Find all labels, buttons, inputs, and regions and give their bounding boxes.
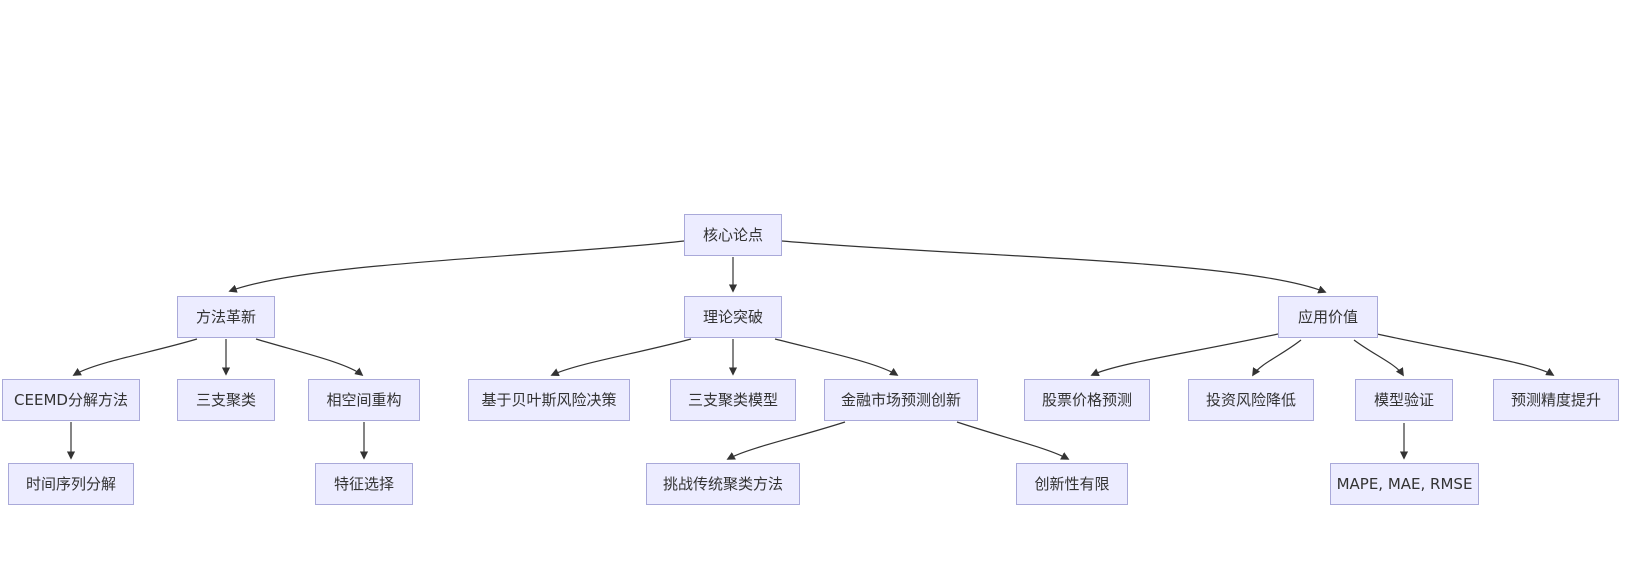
- node-ceemd-decomposition: CEEMD分解方法: [2, 379, 140, 421]
- node-theory-breakthrough: 理论突破: [684, 296, 782, 338]
- edge-theory-bayesian: [550, 338, 692, 377]
- node-core-thesis: 核心论点: [684, 214, 782, 256]
- node-label: 股票价格预测: [1041, 390, 1132, 409]
- node-label: 特征选择: [333, 474, 394, 493]
- node-label: CEEMD分解方法: [14, 390, 128, 409]
- node-three-way-clustering-model: 三支聚类模型: [670, 379, 796, 421]
- node-model-validation: 模型验证: [1355, 379, 1453, 421]
- node-label: 预测精度提升: [1510, 390, 1601, 409]
- node-label: 三支聚类: [195, 390, 256, 409]
- edge-core-application: [781, 240, 1327, 294]
- node-label: 金融市场预测创新: [840, 390, 961, 409]
- node-label: 投资风险降低: [1205, 390, 1296, 409]
- node-phase-space-reconstruction: 相空间重构: [308, 379, 420, 421]
- node-limited-novelty: 创新性有限: [1016, 463, 1128, 505]
- edge-application-stock: [1090, 333, 1279, 377]
- node-label: 三支聚类模型: [687, 390, 778, 409]
- node-feature-selection: 特征选择: [315, 463, 413, 505]
- node-label: 基于贝叶斯风险决策: [481, 390, 617, 409]
- node-label: MAPE, MAE, RMSE: [1336, 474, 1473, 493]
- node-label: 应用价值: [1297, 307, 1358, 326]
- node-time-series-decomposition: 时间序列分解: [8, 463, 134, 505]
- node-label: 方法革新: [195, 307, 256, 326]
- node-three-way-clustering: 三支聚类: [177, 379, 275, 421]
- edge-application-accuracy: [1376, 333, 1555, 376]
- edge-financial-limited: [956, 421, 1070, 460]
- node-label: 理论突破: [702, 307, 763, 326]
- node-forecast-accuracy-improvement: 预测精度提升: [1493, 379, 1619, 421]
- edge-theory-financial: [774, 338, 899, 376]
- node-financial-market-forecast-innovation: 金融市场预测创新: [824, 379, 978, 421]
- node-application-value: 应用价值: [1278, 296, 1378, 338]
- edge-core-method: [228, 240, 685, 293]
- edge-application-validation: [1353, 339, 1404, 377]
- edge-method-ceemd: [72, 338, 198, 376]
- node-label: 核心论点: [702, 225, 763, 244]
- edge-method-phase-space: [255, 338, 364, 377]
- node-label: 模型验证: [1373, 390, 1434, 409]
- edge-application-risk: [1252, 339, 1302, 377]
- node-label: 挑战传统聚类方法: [662, 474, 783, 493]
- node-challenge-traditional-clustering: 挑战传统聚类方法: [646, 463, 800, 505]
- node-investment-risk-reduction: 投资风险降低: [1188, 379, 1314, 421]
- node-label: 创新性有限: [1034, 474, 1110, 493]
- node-evaluation-metrics: MAPE, MAE, RMSE: [1330, 463, 1479, 505]
- node-bayesian-risk-decision: 基于贝叶斯风险决策: [468, 379, 630, 421]
- node-stock-price-prediction: 股票价格预测: [1024, 379, 1150, 421]
- node-method-innovation: 方法革新: [177, 296, 275, 338]
- node-label: 相空间重构: [326, 390, 402, 409]
- node-label: 时间序列分解: [25, 474, 116, 493]
- edge-financial-challenge: [726, 421, 846, 460]
